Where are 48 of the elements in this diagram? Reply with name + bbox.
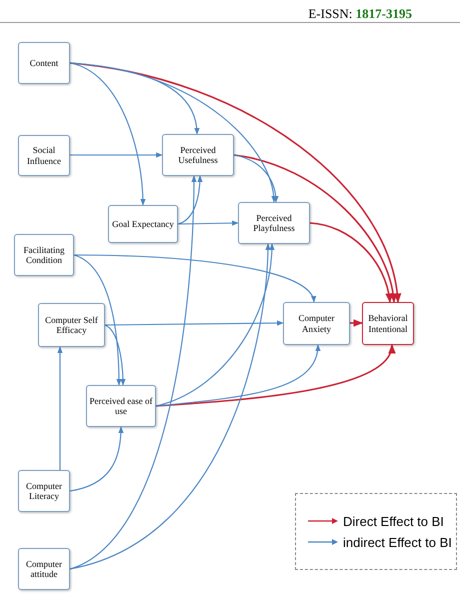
arrow <box>156 344 394 407</box>
concept-label: Behavioral Intentional <box>367 313 409 334</box>
concept-label: Perceived Usefulness <box>177 144 219 166</box>
arrow <box>156 344 320 407</box>
arrow <box>178 175 202 225</box>
concept-box <box>108 205 178 243</box>
arrow <box>310 222 392 303</box>
concept-label: Social Influence <box>26 145 62 166</box>
arrow <box>74 254 315 303</box>
arrow <box>70 152 163 158</box>
legend-text: Direct Effect to BI <box>343 514 444 528</box>
arrow <box>105 320 284 326</box>
arrow <box>178 220 239 226</box>
concept-label: Goal Expectancy <box>112 218 174 230</box>
concept-label: Computer Anxiety <box>298 313 336 334</box>
concept-box <box>362 302 414 345</box>
concept-label: Perceived ease of use <box>89 396 153 416</box>
arrow <box>74 254 122 386</box>
arrow <box>70 175 197 570</box>
concept-label: Computer Self Efficacy <box>44 314 99 336</box>
arrow <box>70 62 276 203</box>
concept-box <box>238 202 310 244</box>
concept-box <box>18 42 70 84</box>
concept-box <box>18 548 70 590</box>
arrow <box>234 154 397 303</box>
header-text: E-ISSN: 1817-3195 <box>308 5 412 23</box>
concept-label: Facilitating Condition <box>22 244 66 266</box>
legend-text: indirect Effect to BI <box>343 536 452 548</box>
concept-box <box>86 385 156 427</box>
arrow <box>57 346 63 470</box>
arrow <box>104 324 126 386</box>
concept-box <box>14 234 74 276</box>
arrow <box>156 243 274 407</box>
arrow <box>70 426 124 492</box>
arrow <box>234 154 278 203</box>
concept-label: Computer Literacy <box>25 480 63 502</box>
arrow <box>70 62 146 206</box>
concept-label: Perceived Playfulness <box>252 212 296 234</box>
concept-box <box>283 302 350 345</box>
arrow <box>350 319 363 327</box>
concept-label: Computer attitude <box>25 558 63 580</box>
concept-box <box>162 134 234 176</box>
concept-box <box>18 470 70 512</box>
concept-label: Content <box>30 58 58 68</box>
concept-box <box>38 303 105 347</box>
arrow <box>70 243 270 570</box>
concept-box <box>18 135 70 176</box>
arrow <box>70 62 400 303</box>
